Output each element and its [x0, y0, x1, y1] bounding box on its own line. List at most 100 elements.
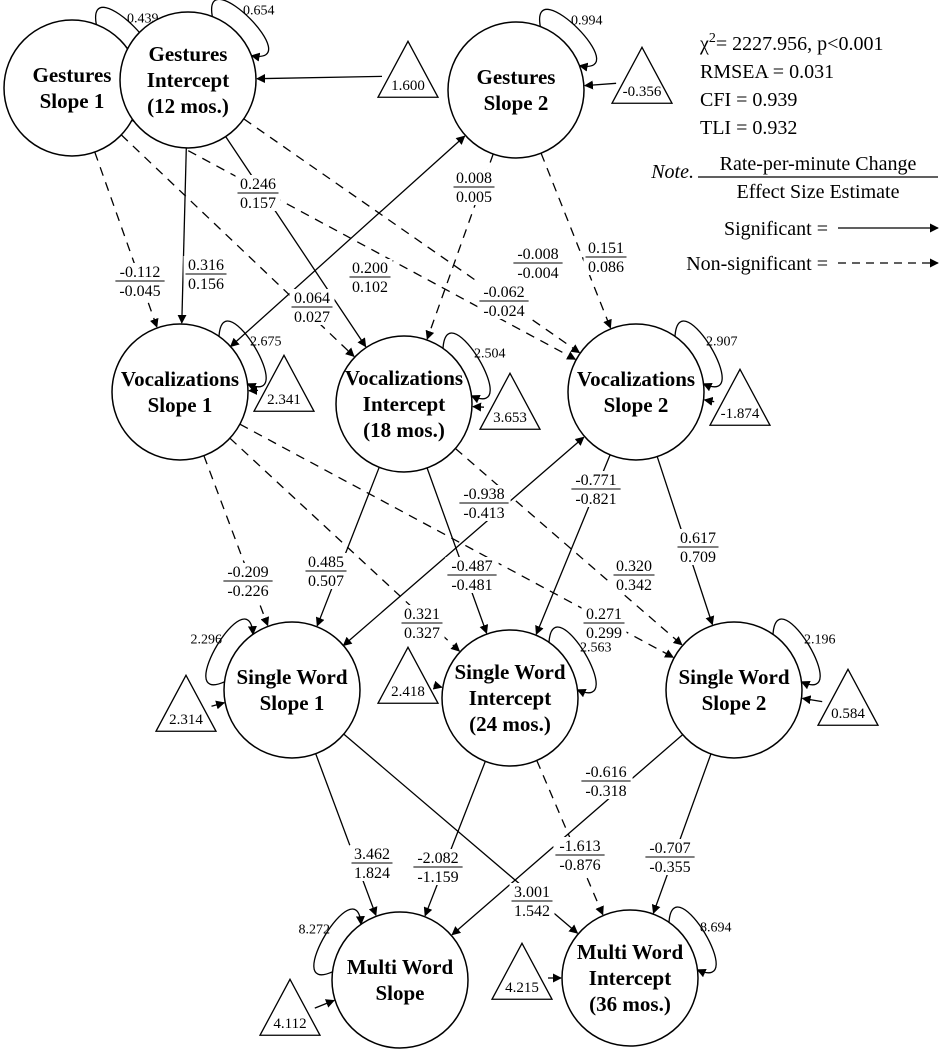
- path-rate-value: -0.707: [649, 840, 690, 857]
- node-label-line: Intercept: [147, 68, 229, 92]
- path-effect-value: -0.413: [463, 505, 504, 522]
- path-label-vs1-ss1: -0.209 -0.226: [221, 563, 275, 600]
- chi-value: = 2227.956, p<0.001: [716, 33, 884, 55]
- intercept-value-gs2: -0.356: [623, 84, 662, 100]
- intercept-arrow-vi: [472, 402, 485, 412]
- path-effect-value: -0.355: [649, 859, 690, 876]
- node-label-line: (12 mos.): [147, 94, 229, 118]
- node-label-line: Single Word: [678, 665, 789, 689]
- path-vs1-to-gs2: [229, 135, 466, 348]
- variance-value-gi: 0.654: [243, 3, 275, 18]
- node-circle: [665, 621, 803, 759]
- intercept-value-gi: 1.600: [391, 78, 425, 94]
- path-rate-value: -0.771: [575, 472, 616, 489]
- path-effect-value: 0.299: [586, 625, 622, 642]
- node-circle: [335, 335, 473, 473]
- node-label-line: Single Word: [454, 660, 565, 684]
- path-rate-value: 0.151: [588, 240, 624, 257]
- node-label-line: Intercept: [469, 686, 551, 710]
- intercept-value-vs1: 2.341: [267, 392, 301, 408]
- rmsea-text: RMSEA = 0.031: [700, 61, 834, 83]
- node-label-line: Intercept: [363, 392, 445, 416]
- node-circle: [111, 323, 249, 461]
- variance-value-gs2: 0.994: [571, 13, 603, 28]
- path-rate-value: 0.271: [586, 606, 622, 623]
- path-rate-value: -0.487: [451, 558, 492, 575]
- path-ss1-to-ms: [315, 753, 378, 917]
- node-label-line: Slope 1: [260, 691, 325, 715]
- variance-value-vs2: 2.907: [706, 335, 738, 350]
- path-label-ss2-ms: -0.616-0.318: [579, 763, 633, 800]
- path-rate-value: -0.209: [227, 564, 268, 581]
- path-effect-value: 0.507: [308, 573, 344, 590]
- intercept-triangle-ms: [258, 977, 322, 1036]
- legend-denominator: Effect Size Estimate: [737, 181, 900, 203]
- path-effect-value: -0.821: [575, 491, 616, 508]
- path-effect-value: -0.481: [451, 577, 492, 594]
- variance-value-ss1: 2.296: [191, 633, 223, 648]
- intercept-triangle-gi: [376, 39, 440, 98]
- node-circle: [561, 909, 699, 1047]
- self-loop-gs2: [538, 8, 598, 72]
- node-label-line: Slope: [375, 981, 424, 1005]
- self-loops-layer: 0.4390.6540.9942.6752.5042.9072.2962.563…: [94, 0, 835, 978]
- self-loop-mi: [668, 906, 717, 978]
- self-loop-ms: [313, 908, 365, 976]
- intercept-triangle-vi: [478, 371, 542, 430]
- path-effect-value: 1.824: [354, 865, 390, 882]
- path-effect-value: 0.342: [616, 577, 652, 594]
- path-effect-value: 0.102: [352, 279, 388, 296]
- path-label-vi-si: -0.487 -0.481: [445, 557, 499, 594]
- path-effect-value: 1.542: [514, 903, 550, 920]
- intercept-value-vs2: -1.874: [721, 406, 760, 422]
- node-label-line: (18 mos.): [363, 418, 445, 442]
- node-circle: [441, 629, 579, 767]
- intercept-triangle-ss2: [816, 667, 880, 726]
- path-rate-value: 0.320: [616, 558, 652, 575]
- legend-note: Note.: [650, 161, 694, 183]
- path-rate-value: 0.321: [404, 606, 440, 623]
- path-rate-value: 0.008: [456, 170, 492, 187]
- node-label-line: Slope 2: [702, 691, 767, 715]
- variance-value-ms: 8.272: [299, 923, 331, 938]
- intercept-arrow-ss2: [801, 695, 823, 705]
- intercept-triangle-si: [376, 645, 440, 704]
- node-label-line: Intercept: [589, 966, 671, 990]
- path-rate-value: -0.008: [517, 246, 558, 263]
- self-loop-gi: [210, 0, 270, 62]
- chi-symbol: χ: [699, 33, 709, 55]
- intercept-triangle-vs2: [708, 367, 772, 426]
- path-gs1-to-vs1: [94, 151, 159, 328]
- path-effect-value: 0.709: [680, 549, 716, 566]
- path-label-vi-ss1: 0.485 0.507: [303, 553, 349, 590]
- node-label-line: Vocalizations: [345, 366, 463, 390]
- tli-text: TLI = 0.932: [700, 117, 797, 139]
- path-effect-value: -0.226: [227, 583, 268, 600]
- intercept-triangle-ss1: [154, 673, 218, 732]
- node-label-line: Slope 1: [148, 393, 213, 417]
- path-label-gs1-vs2: -0.062-0.024: [477, 283, 531, 320]
- path-rate-value: 0.485: [308, 554, 344, 571]
- node-circle: [567, 323, 705, 461]
- path-effect-value: 0.027: [294, 309, 330, 326]
- path-label-gi-vs2: -0.008-0.004: [511, 245, 565, 282]
- path-effect-value: 0.005: [456, 189, 492, 206]
- node-label-line: Slope 1: [40, 89, 105, 113]
- intercept-arrow-gs2: [584, 80, 617, 90]
- path-label-ss1-vs2: -0.938-0.413: [457, 485, 511, 522]
